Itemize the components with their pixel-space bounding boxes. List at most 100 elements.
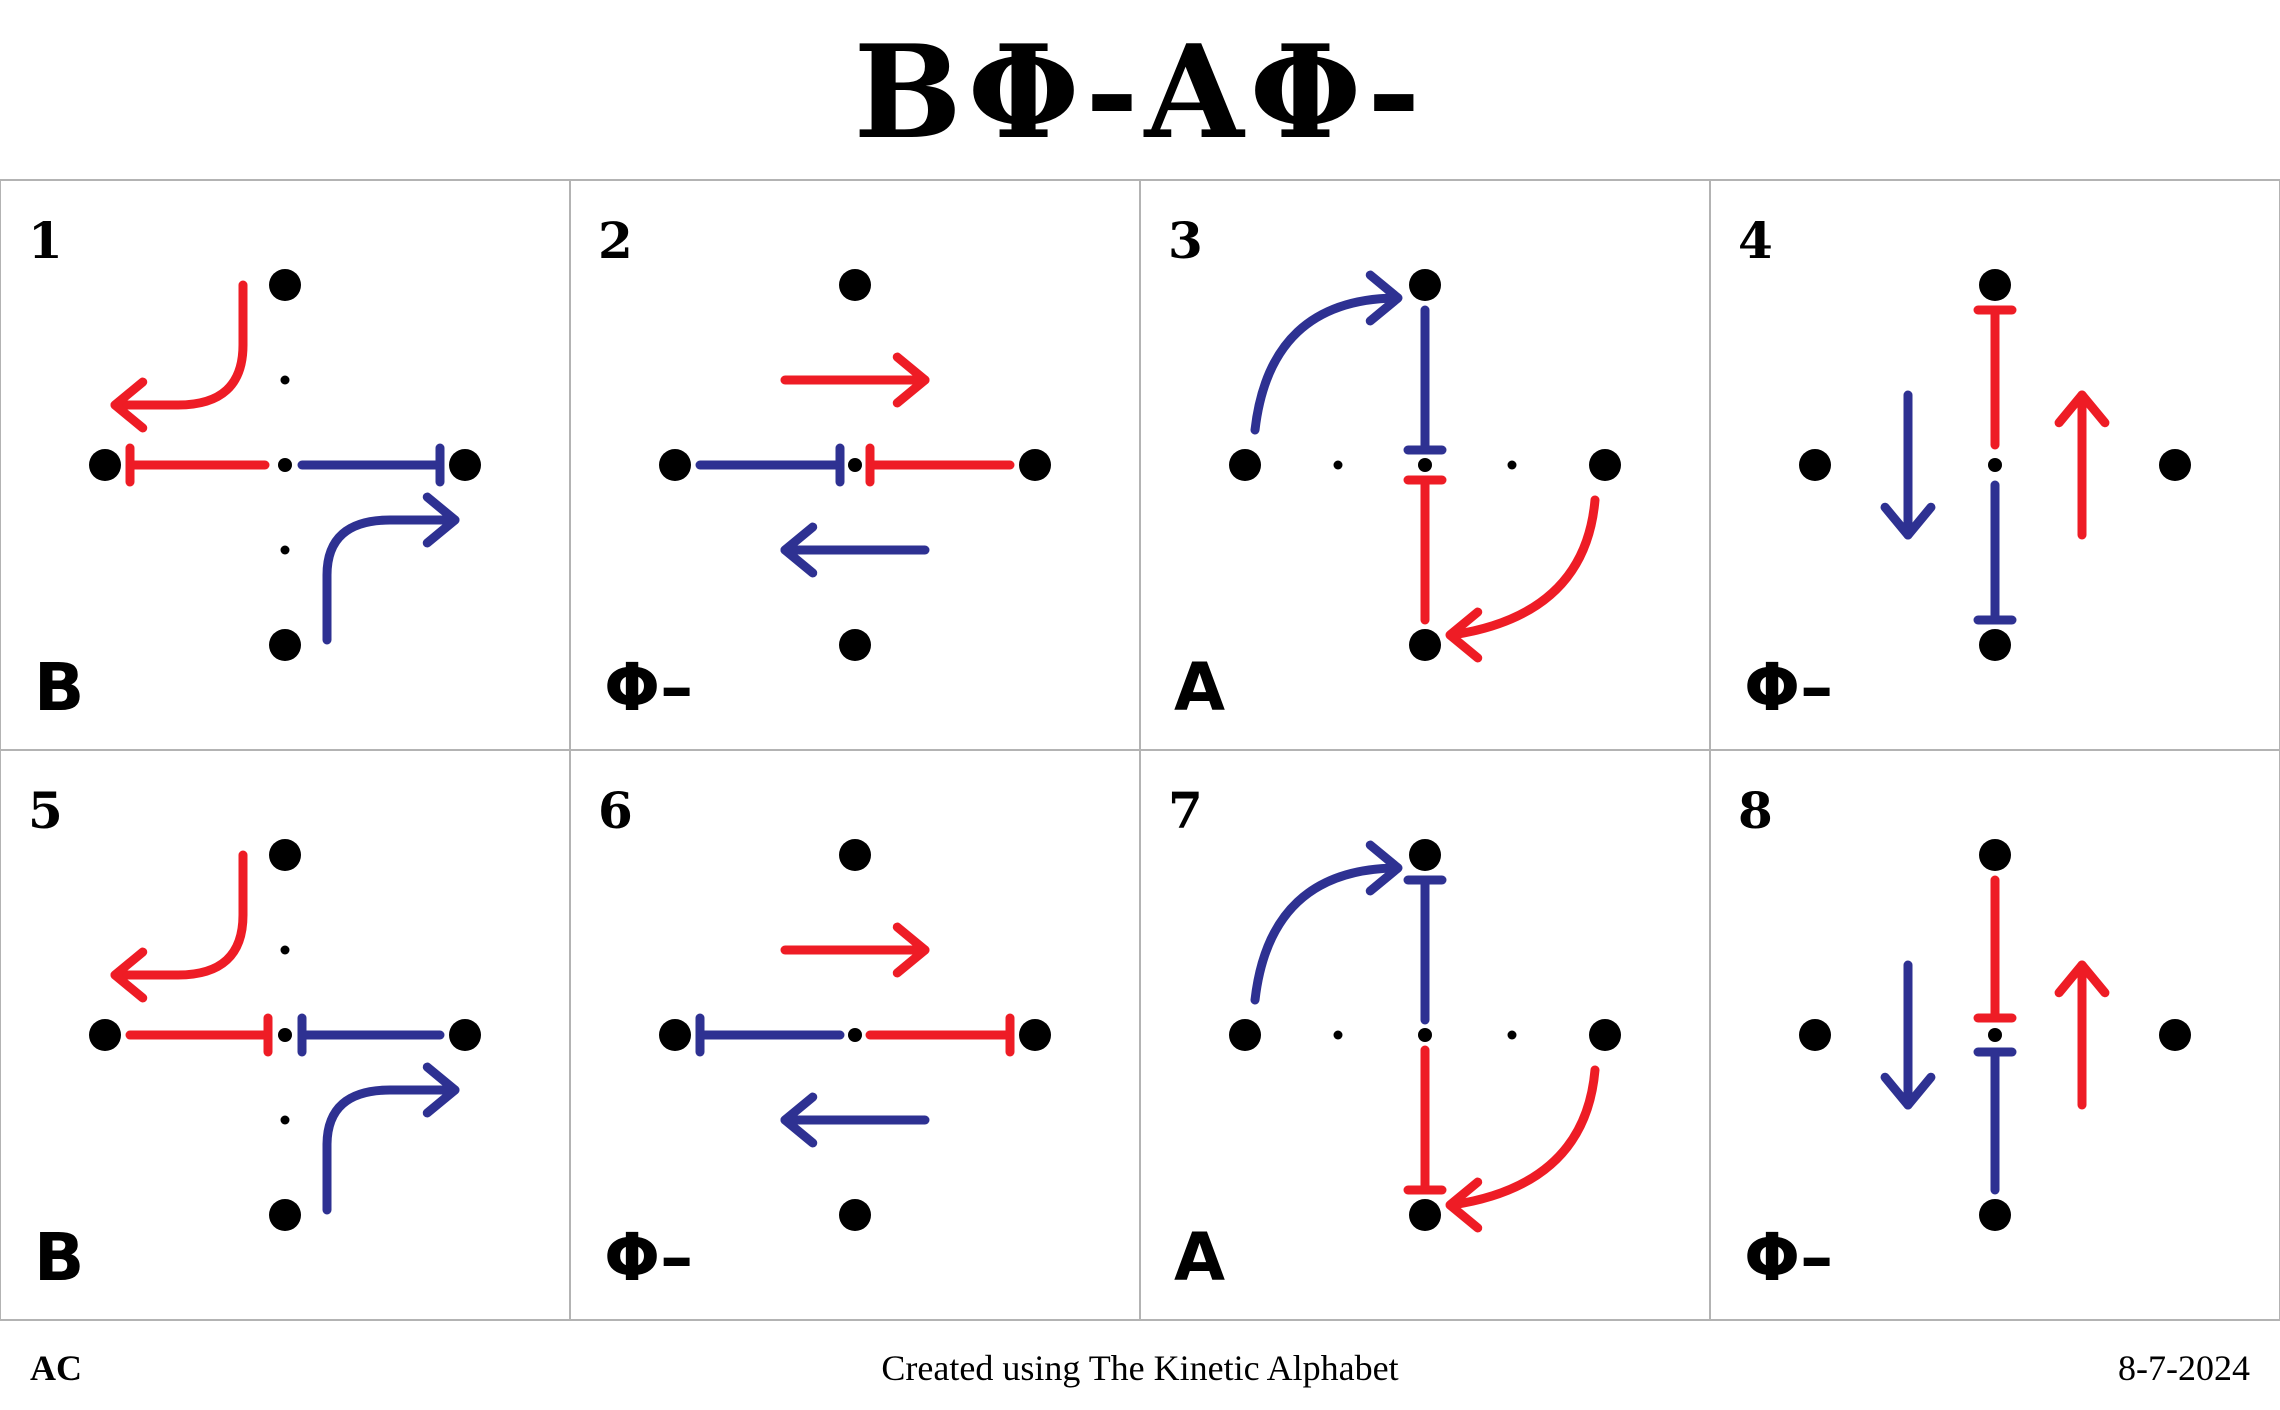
point-top (1409, 839, 1441, 871)
panel-5: 5B (28, 781, 481, 1296)
point-right (1589, 1019, 1621, 1051)
panel-7: 7A (1168, 781, 1621, 1296)
point-right (1019, 449, 1051, 481)
mid-bottom (280, 545, 290, 555)
panel-number: 8 (1738, 781, 1773, 840)
panel-letter: Φ– (1744, 1219, 1833, 1296)
red-arrow-head (110, 377, 148, 433)
mid-left (1333, 460, 1343, 470)
blue-motion-arrow (322, 515, 460, 645)
point-left (1799, 449, 1831, 481)
point-bottom (269, 629, 301, 661)
point-center (1418, 458, 1432, 472)
point-top (269, 839, 301, 871)
red-arrow-head (1445, 1177, 1483, 1233)
point-top (269, 269, 301, 301)
point-center (278, 1028, 292, 1042)
mid-top (280, 375, 290, 385)
panel-number: 6 (598, 781, 633, 840)
red-arrow-head (892, 352, 930, 408)
author-initials: AC (30, 1348, 82, 1388)
panel-letter: A (1174, 649, 1225, 726)
red-motion-arrow (110, 850, 248, 980)
page-title: BΦ-AΦ- (853, 18, 1427, 168)
red-arrow-head (2054, 960, 2110, 998)
point-center (848, 1028, 862, 1042)
blue-motion-arrow (1250, 293, 1400, 435)
panel-letter: Φ– (604, 1219, 693, 1296)
panel-letter: B (34, 1219, 84, 1296)
point-bottom (1409, 1199, 1441, 1231)
panel-number: 5 (28, 781, 63, 840)
panel-3: 3A (1168, 211, 1621, 726)
point-center (1988, 458, 2002, 472)
point-left (89, 449, 121, 481)
credit-text: Created using The Kinetic Alphabet (881, 1348, 1399, 1388)
red-arrow-head (2054, 390, 2110, 428)
red-motion-arrow (110, 280, 248, 410)
point-bottom (839, 629, 871, 661)
mid-right (1507, 460, 1517, 470)
blue-arrow-head (1880, 1072, 1936, 1110)
red-arrow-head (110, 947, 148, 1003)
mid-top (280, 945, 290, 955)
point-top (839, 839, 871, 871)
red-motion-arrow (1447, 495, 1600, 640)
blue-arrow-head (1365, 840, 1403, 896)
panel-letter: Φ– (1744, 649, 1833, 726)
panel-4: 4Φ– (1738, 211, 2191, 726)
point-left (1229, 1019, 1261, 1051)
date-text: 8-7-2024 (2118, 1348, 2250, 1388)
blue-arrow-head (422, 1062, 460, 1118)
point-center (848, 458, 862, 472)
point-bottom (839, 1199, 871, 1231)
blue-arrow-head (1880, 502, 1936, 540)
blue-arrow-head (780, 1092, 818, 1148)
point-top (1979, 269, 2011, 301)
red-arrow-head (892, 922, 930, 978)
point-center (1988, 1028, 2002, 1042)
point-right (2159, 1019, 2191, 1051)
point-bottom (269, 1199, 301, 1231)
panel-letter: Φ– (604, 649, 693, 726)
mid-left (1333, 1030, 1343, 1040)
panel-number: 1 (28, 211, 63, 270)
blue-arrow-head (1365, 270, 1403, 326)
red-arrow-head (1445, 607, 1483, 663)
point-top (839, 269, 871, 301)
point-left (659, 1019, 691, 1051)
blue-motion-arrow (322, 1085, 460, 1215)
point-left (1229, 449, 1261, 481)
panel-number: 3 (1168, 211, 1203, 270)
point-center (278, 458, 292, 472)
point-right (1019, 1019, 1051, 1051)
panel-number: 7 (1168, 781, 1203, 840)
point-left (659, 449, 691, 481)
point-bottom (1979, 1199, 2011, 1231)
panel-number: 2 (598, 211, 633, 270)
point-right (449, 449, 481, 481)
mid-right (1507, 1030, 1517, 1040)
point-left (1799, 1019, 1831, 1051)
blue-arrow-head (422, 492, 460, 548)
panel-2: 2Φ– (598, 211, 1051, 726)
point-bottom (1409, 629, 1441, 661)
blue-arrow-head (780, 522, 818, 578)
point-right (2159, 449, 2191, 481)
panel-1: 1B (28, 211, 481, 726)
point-center (1418, 1028, 1432, 1042)
point-left (89, 1019, 121, 1051)
panel-letter: A (1174, 1219, 1225, 1296)
blue-motion-arrow (1250, 863, 1400, 1005)
mid-bottom (280, 1115, 290, 1125)
point-top (1979, 839, 2011, 871)
point-right (449, 1019, 481, 1051)
point-bottom (1979, 629, 2011, 661)
point-right (1589, 449, 1621, 481)
panel-8: 8Φ– (1738, 781, 2191, 1296)
panel-number: 4 (1738, 211, 1773, 270)
red-motion-arrow (1447, 1065, 1600, 1210)
panel-letter: B (34, 649, 84, 726)
point-top (1409, 269, 1441, 301)
